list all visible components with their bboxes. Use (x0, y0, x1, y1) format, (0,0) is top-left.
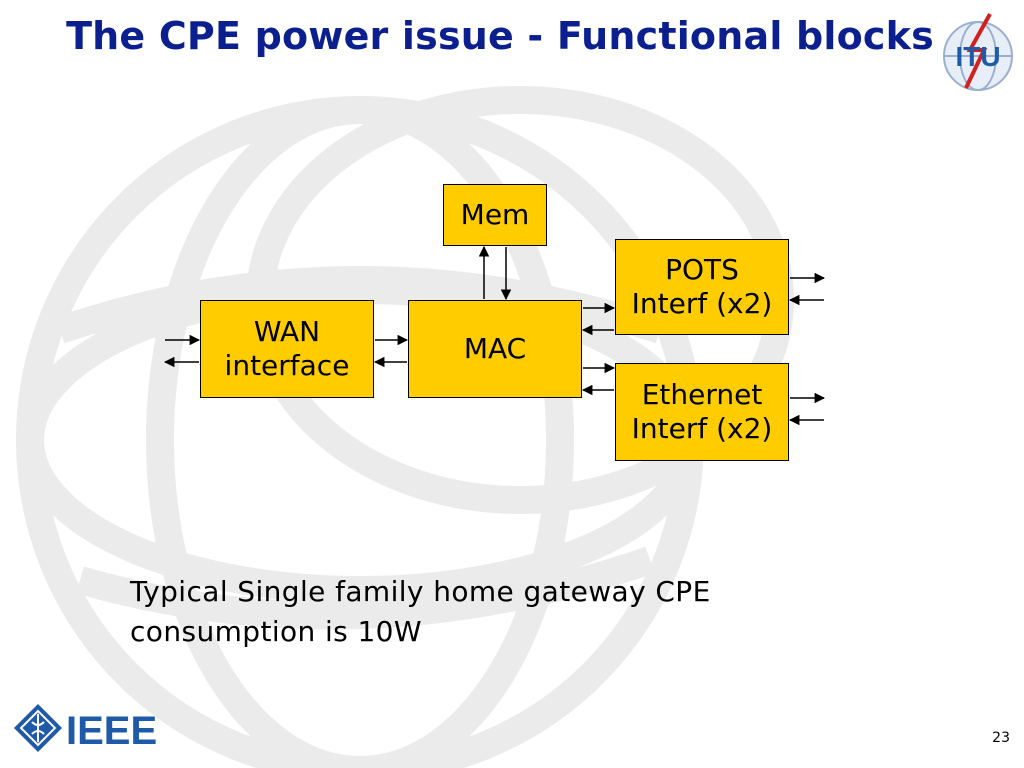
pots-interface-block: POTS Interf (x2) (615, 239, 789, 335)
slide-title: The CPE power issue - Functional blocks (66, 14, 934, 58)
svg-text:IEEE: IEEE (66, 709, 157, 753)
ethernet-interface-block: Ethernet Interf (x2) (615, 363, 789, 461)
svg-text:ITU: ITU (955, 41, 1000, 72)
mac-block: MAC (408, 300, 582, 398)
itu-logo: ITU (943, 13, 1013, 91)
page-number: 23 (992, 730, 1010, 746)
mem-block: Mem (443, 184, 547, 246)
consumption-caption: Typical Single family home gateway CPE c… (130, 575, 711, 648)
wan-interface-block: WAN interface (200, 300, 374, 398)
ieee-logo: IEEE (13, 703, 157, 753)
